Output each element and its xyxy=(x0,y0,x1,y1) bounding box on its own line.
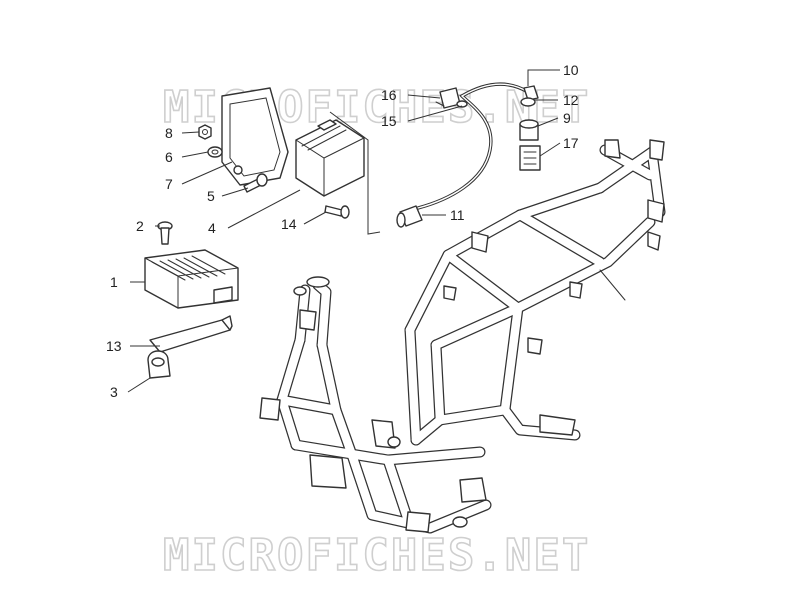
callout-12: 12 xyxy=(563,92,579,108)
callout-11: 11 xyxy=(450,207,465,223)
callout-6: 6 xyxy=(165,149,173,165)
part-4-control-unit[interactable] xyxy=(295,119,365,197)
part-12-grommet[interactable] xyxy=(520,97,536,107)
part-16-clip[interactable] xyxy=(435,87,461,109)
part-8-nut[interactable] xyxy=(198,124,212,140)
callout-16: 16 xyxy=(381,87,397,103)
part-7-bracket-plate[interactable] xyxy=(221,87,289,186)
callout-5: 5 xyxy=(207,188,215,204)
callout-1: 1 xyxy=(110,274,118,290)
callout-3: 3 xyxy=(110,384,118,400)
scooter-frame[interactable] xyxy=(259,139,666,534)
part-6-washer[interactable] xyxy=(207,146,223,158)
leader-lines xyxy=(127,69,561,393)
callout-7: 7 xyxy=(165,176,173,192)
part-14-screw[interactable] xyxy=(324,205,350,219)
callout-2: 2 xyxy=(136,218,144,234)
callout-17: 17 xyxy=(563,135,579,151)
callout-13: 13 xyxy=(106,338,122,354)
part-10-cable[interactable] xyxy=(416,82,539,210)
callout-15: 15 xyxy=(381,113,397,129)
part-17-connector[interactable] xyxy=(519,145,541,171)
callout-4: 4 xyxy=(208,220,216,236)
watermark-bottom: MICROFICHES.NET xyxy=(163,530,590,581)
callout-numbers: 1 2 3 4 5 6 7 8 9 10 11 12 13 14 15 16 1… xyxy=(106,62,579,400)
callout-10: 10 xyxy=(563,62,579,78)
part-11-cable-connector[interactable] xyxy=(396,205,423,228)
part-1-voltage-regulator[interactable] xyxy=(144,249,239,309)
callout-8: 8 xyxy=(165,125,173,141)
part-9-bushing[interactable] xyxy=(519,119,539,141)
part-3-clamp[interactable] xyxy=(147,350,171,379)
callout-9: 9 xyxy=(563,110,571,126)
part-2-screw[interactable] xyxy=(157,221,173,245)
callout-14: 14 xyxy=(281,216,297,232)
part-5-screw[interactable] xyxy=(243,173,268,193)
part-13-bracket[interactable] xyxy=(149,315,233,353)
part-15-cable-tie[interactable] xyxy=(456,100,468,108)
